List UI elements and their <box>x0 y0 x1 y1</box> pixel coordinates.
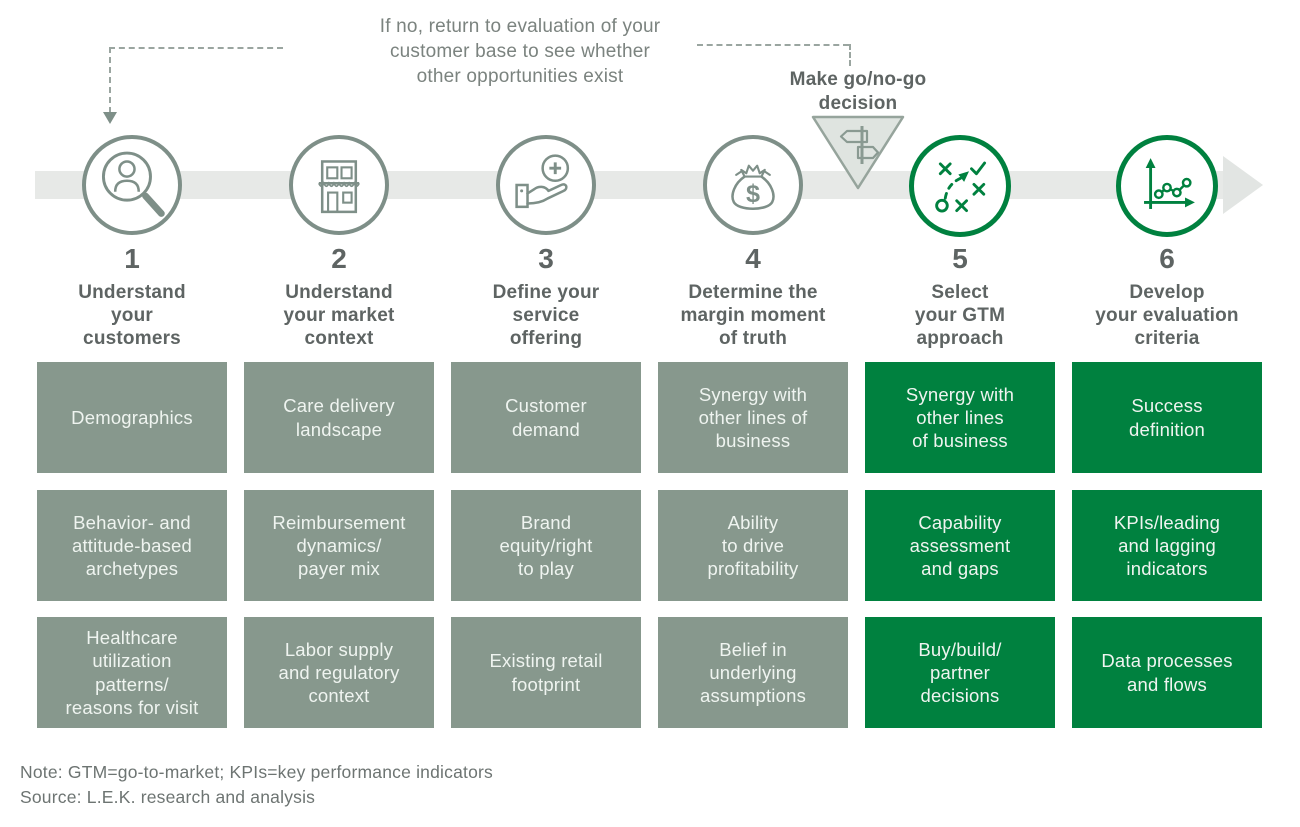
decision-label: Make go/no-go decision <box>789 69 927 114</box>
step-4-number: 4 <box>745 243 761 274</box>
step-6-number: 6 <box>1159 243 1175 274</box>
timeline-arrow-icon <box>1223 156 1263 214</box>
step-1-box-2: Behavior- and attitude-based archetypes <box>37 490 227 601</box>
step-column-1: 1 Understand your customers Demographics… <box>37 0 227 740</box>
step-2-number: 2 <box>331 243 347 274</box>
step-2-box-1: Care delivery landscape <box>244 362 434 473</box>
step-1-number: 1 <box>124 243 140 274</box>
step-1-title: Understand your customers <box>78 282 186 350</box>
signpost-icon <box>811 115 905 190</box>
storefront-icon <box>318 160 360 214</box>
svg-text:$: $ <box>746 180 760 208</box>
step-1-box-1: Demographics <box>37 362 227 473</box>
money-bag-icon: $ <box>731 164 775 210</box>
step-3-number: 3 <box>538 243 554 274</box>
hand-health-icon <box>515 154 570 209</box>
footer: Note: GTM=go-to-market; KPIs=key perform… <box>20 760 820 811</box>
step-4-title: Determine the margin moment of truth <box>680 282 826 350</box>
step-5-box-3: Buy/build/ partner decisions <box>865 617 1055 728</box>
step-6-box-2: KPIs/leading and lagging indicators <box>1072 490 1262 601</box>
step-column-2: 2 Understand your market context Care de… <box>244 0 434 740</box>
step-4-icon-circle: $ <box>703 135 803 235</box>
step-2-box-2: Reimbursement dynamics/ payer mix <box>244 490 434 601</box>
note-text: Note: GTM=go-to-market; KPIs=key perform… <box>20 762 493 782</box>
step-1-box-3: Healthcare utilization patterns/ reasons… <box>37 617 227 728</box>
step-3-box-1: Customer demand <box>451 362 641 473</box>
step-5-number: 5 <box>952 243 968 274</box>
person-search-icon <box>101 151 165 217</box>
dashed-connector-left-vertical <box>109 47 111 113</box>
step-4-box-3: Belief in underlying assumptions <box>658 617 848 728</box>
trend-chart-icon <box>1144 158 1195 209</box>
step-1-icon-circle <box>82 135 182 235</box>
step-column-3: 3 Define your service offering Customer … <box>451 0 641 740</box>
step-4-box-1: Synergy with other lines of business <box>658 362 848 473</box>
step-6-box-3: Data processes and flows <box>1072 617 1262 728</box>
step-4-box-2: Ability to drive profitability <box>658 490 848 601</box>
step-5-icon-circle <box>909 135 1011 237</box>
step-3-icon-circle <box>496 135 596 235</box>
go-no-go-triangle <box>810 114 906 192</box>
step-2-title: Understand your market context <box>283 282 395 350</box>
step-column-5: 5 Select your GTM approach Synergy with … <box>865 0 1055 740</box>
step-3-box-2: Brand equity/right to play <box>451 490 641 601</box>
step-2-icon-circle <box>289 135 389 235</box>
step-6-box-1: Success definition <box>1072 362 1262 473</box>
step-5-box-1: Synergy with other lines of business <box>865 362 1055 473</box>
strategy-icon <box>935 161 987 213</box>
dashed-connector-left-horizontal <box>109 47 283 49</box>
timeline-band <box>35 171 1223 199</box>
step-2-box-3: Labor supply and regulatory context <box>244 617 434 728</box>
step-column-4: $ 4 Determine the margin moment of truth… <box>658 0 848 740</box>
dashed-connector-right-horizontal <box>697 44 849 46</box>
step-6-title: Develop your evaluation criteria <box>1095 282 1239 350</box>
step-column-6: 6 Develop your evaluation criteria Succe… <box>1072 0 1262 740</box>
return-note-text: If no, return to evaluation of your cust… <box>379 16 661 88</box>
step-5-box-2: Capability assessment and gaps <box>865 490 1055 601</box>
step-5-title: Select your GTM approach <box>914 282 1006 350</box>
down-arrow-icon <box>103 112 117 124</box>
step-3-title: Define your service offering <box>492 282 600 350</box>
step-6-icon-circle <box>1116 135 1218 237</box>
step-3-box-3: Existing retail footprint <box>451 617 641 728</box>
dashed-connector-right-vertical <box>849 44 851 66</box>
source-text: Source: L.E.K. research and analysis <box>20 787 316 808</box>
